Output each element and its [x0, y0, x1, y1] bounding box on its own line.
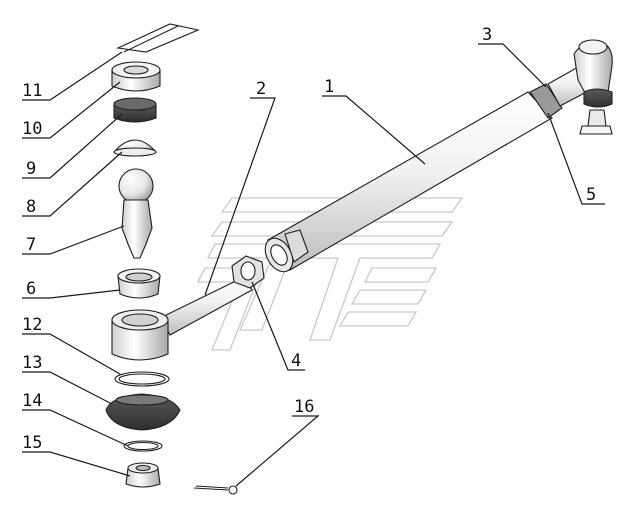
callout-16: 16: [294, 397, 314, 417]
dust-cap: [111, 61, 161, 92]
bearing-insert: [113, 97, 157, 123]
callout-labels: 1 2 3 4 5 6 7 8 9 10 11 12 13 14 15 16: [22, 25, 596, 453]
callout-12: 12: [22, 315, 42, 335]
rubber-boot: [105, 393, 181, 431]
leader-16: [235, 415, 320, 487]
lock-nut: [231, 255, 265, 289]
leader-7: [22, 225, 125, 255]
dome-washer: [112, 139, 158, 157]
callout-13: 13: [22, 353, 42, 373]
leader-4: [251, 281, 305, 371]
leader-15: [22, 451, 131, 477]
callout-7: 7: [26, 235, 36, 255]
tie-rod-tube: [264, 91, 553, 273]
callout-2: 2: [256, 79, 266, 99]
leader-1: [322, 95, 426, 165]
leader-12: [22, 333, 121, 375]
leader-14: [22, 409, 129, 447]
callout-14: 14: [22, 391, 42, 411]
callout-15: 15: [22, 433, 42, 453]
callout-1: 1: [324, 77, 334, 97]
callout-6: 6: [26, 279, 36, 299]
leader-lines: [22, 43, 605, 487]
leader-8: [22, 151, 123, 217]
callout-4: 4: [291, 351, 301, 371]
callout-8: 8: [26, 197, 36, 217]
leader-5: [547, 112, 605, 205]
leader-9: [22, 113, 123, 179]
leader-10: [22, 81, 121, 139]
callout-3: 3: [482, 25, 492, 45]
spring-clip: [116, 23, 200, 53]
ball-stud: [118, 168, 154, 259]
callout-10: 10: [22, 119, 42, 139]
leader-3: [478, 43, 547, 88]
leader-2: [204, 97, 276, 296]
outer-tie-rod-end: [529, 39, 613, 135]
callout-11: 11: [22, 81, 42, 101]
leader-13: [22, 371, 113, 405]
circlip-upper: [114, 371, 170, 387]
castle-nut: [125, 462, 161, 488]
callout-9: 9: [26, 159, 36, 179]
bushing-ring: [117, 268, 161, 299]
circlip-lower: [123, 440, 163, 452]
inner-tie-rod: [159, 275, 253, 336]
callout-5: 5: [586, 185, 596, 205]
cotter-pin: [193, 485, 238, 495]
leader-6: [22, 289, 121, 299]
leader-11: [22, 51, 123, 101]
ball-joint-housing: [111, 309, 169, 361]
